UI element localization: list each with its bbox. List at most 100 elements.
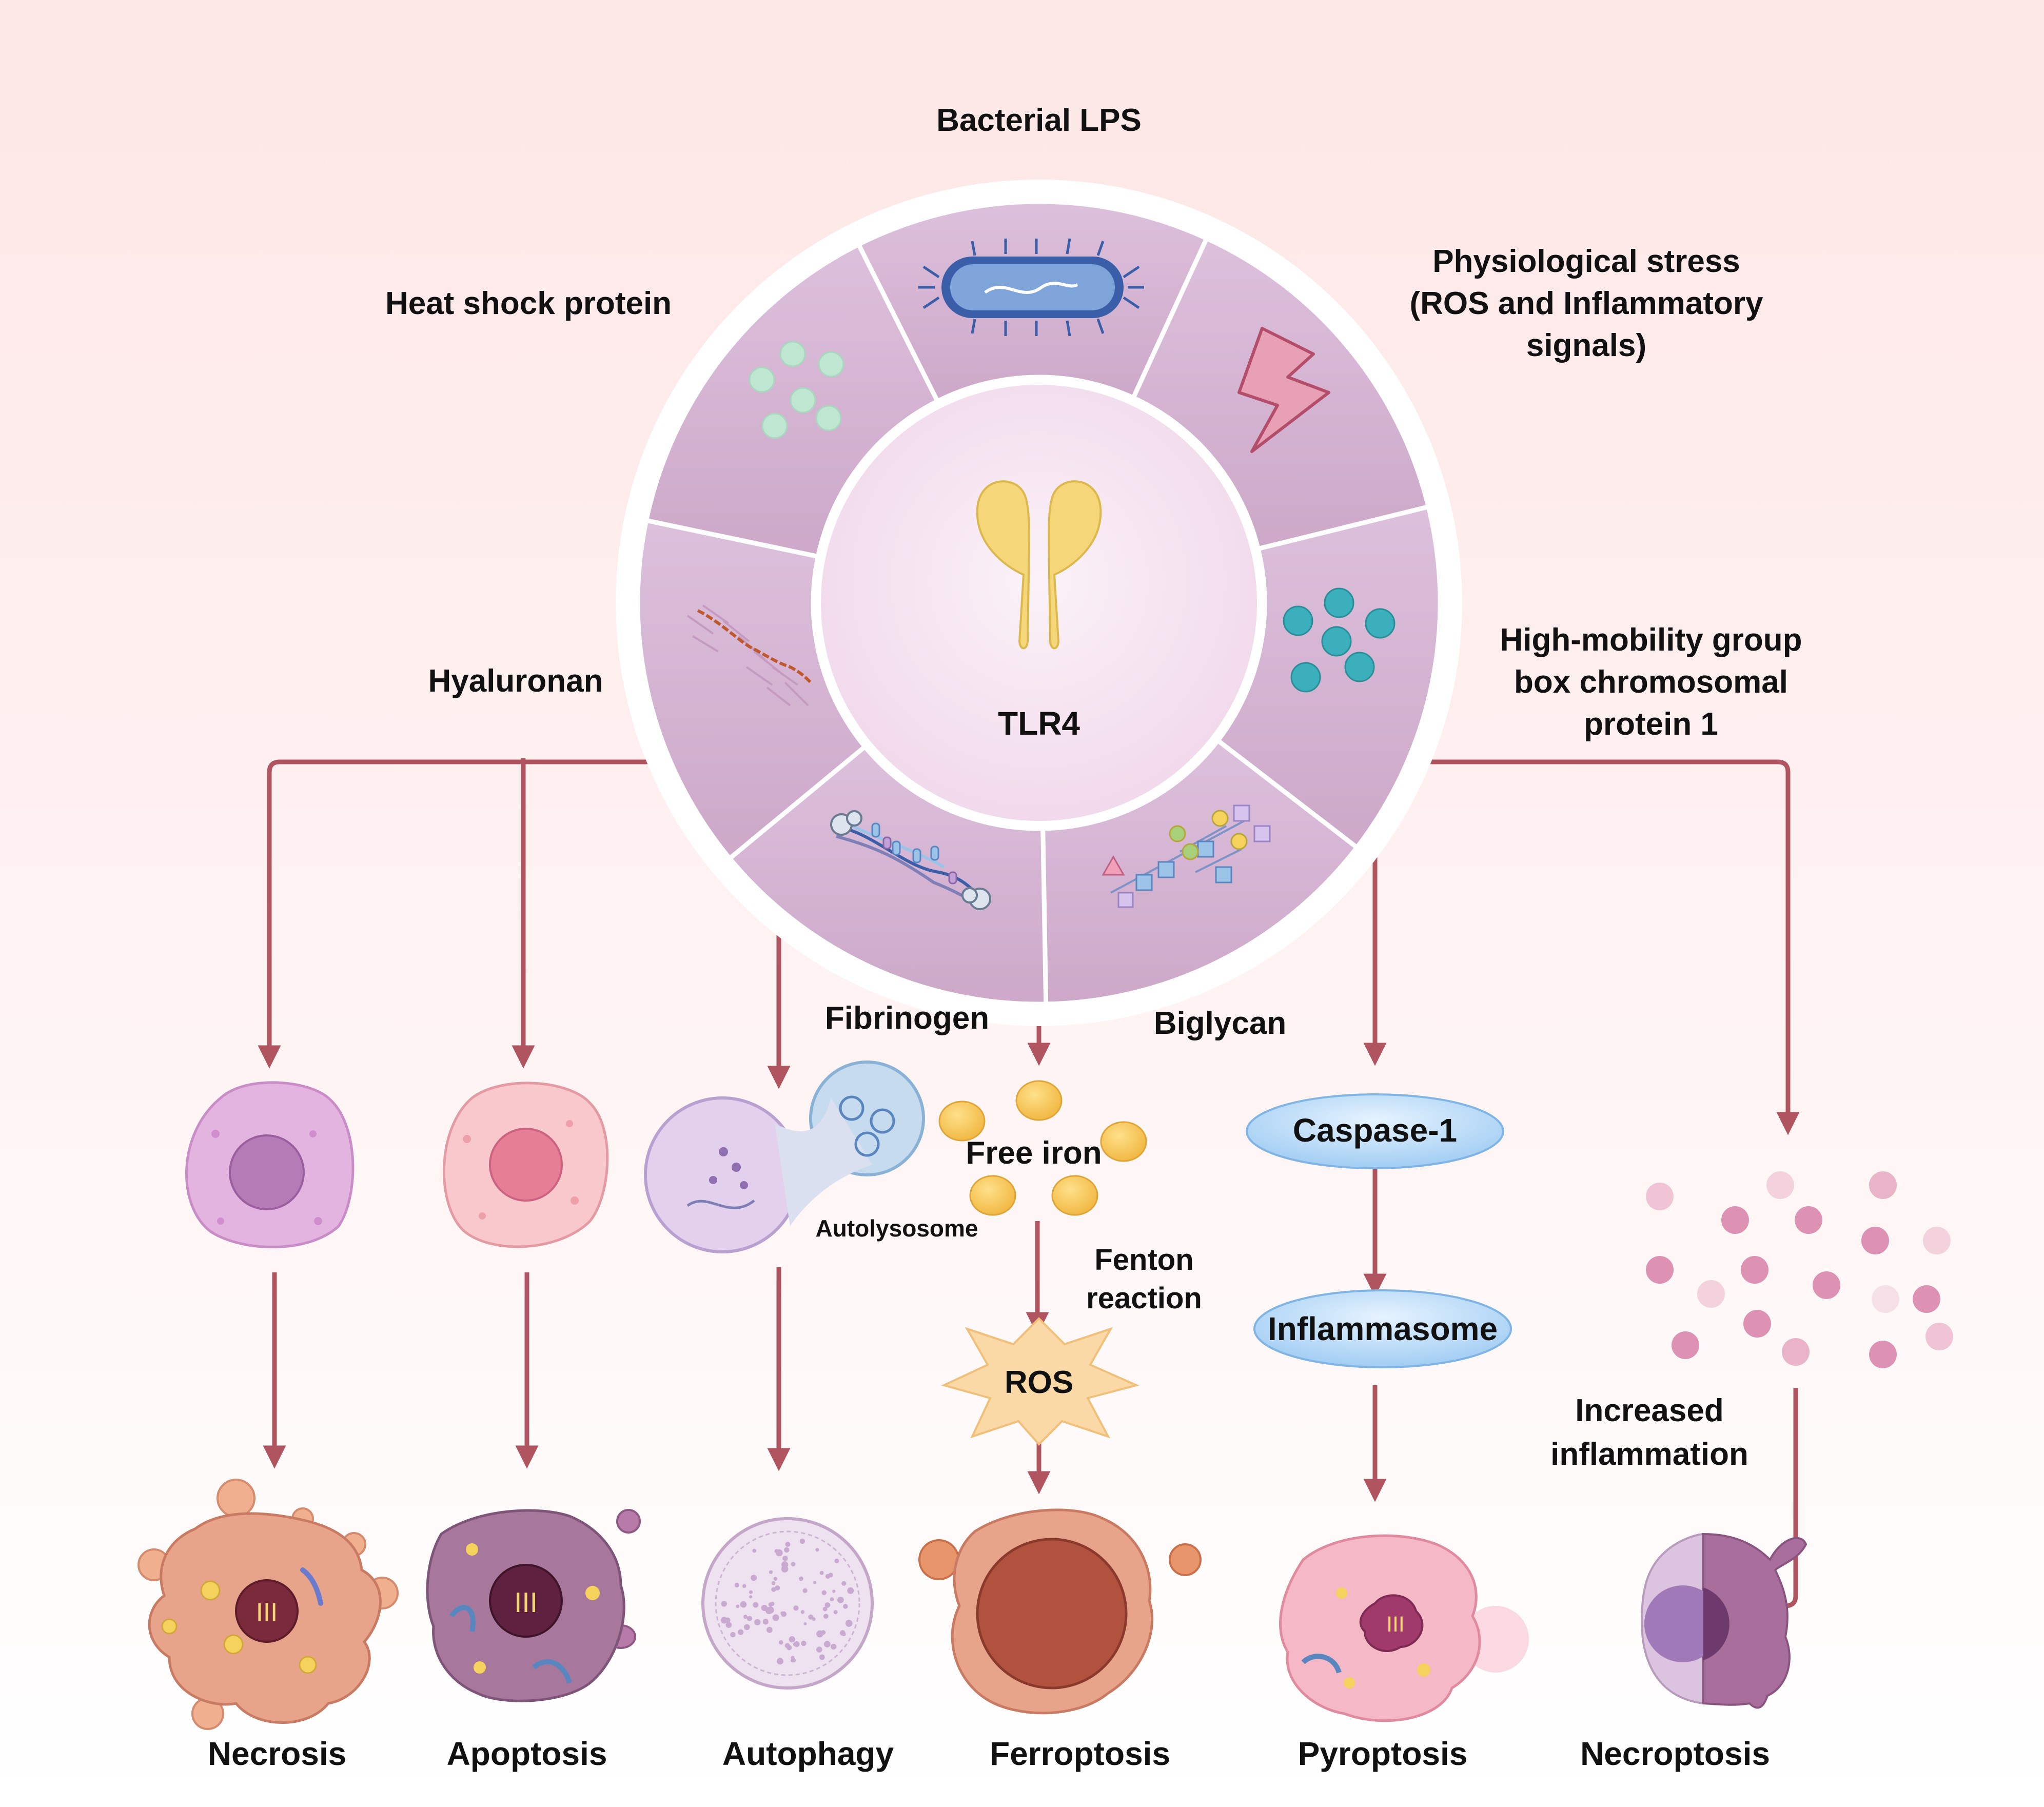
fenton-reaction-label-1: Fenton: [1094, 1243, 1193, 1276]
autophagy-granule: [834, 1558, 839, 1563]
healthy-cell-necrosis: [185, 1081, 355, 1249]
free-iron-label: Free iron: [966, 1135, 1102, 1171]
autophagy-granule: [815, 1548, 819, 1552]
autophagy-granule: [823, 1641, 831, 1647]
autophagy-granule: [802, 1588, 808, 1593]
autophagy-granule: [819, 1570, 824, 1575]
autophagy-granule: [742, 1584, 746, 1588]
label-hyaluronan: Hyaluronan: [428, 663, 603, 699]
autophagy-granule: [753, 1602, 759, 1608]
autophagy-granule: [808, 1614, 814, 1620]
autophagy-granule: [752, 1548, 757, 1553]
svg-text:ⅠⅠⅠ: ⅠⅠⅠ: [514, 1588, 538, 1619]
autophagy-granule: [799, 1576, 803, 1581]
glycan-chain-icon: [1102, 804, 1271, 908]
autophagy-cell-icon: [701, 1517, 874, 1690]
free-iron-icon: [938, 1080, 1147, 1216]
label-hmgb1-3: protein 1: [1584, 706, 1718, 742]
autophagy-granule: [828, 1573, 833, 1578]
lightning-icon: [1237, 327, 1330, 453]
autophagy-granule: [736, 1604, 740, 1608]
necrosis-cell-icon: ⅠⅠⅠ: [137, 1479, 399, 1730]
outcome-necrosis: Necrosis: [208, 1735, 346, 1772]
autophagy-granule: [772, 1614, 779, 1621]
autophagy-granule: [749, 1590, 753, 1594]
autophagy-granule: [813, 1581, 817, 1584]
pyroptosis-cell-icon: ⅠⅠⅠ: [1279, 1534, 1529, 1722]
autophagy-granule: [782, 1556, 788, 1561]
autophagy-granule: [766, 1626, 773, 1633]
autophagy-granule: [816, 1646, 822, 1653]
autophagy-granule: [791, 1562, 796, 1567]
label-physiological-stress-2: (ROS and Inflammatory: [1410, 286, 1764, 321]
outcome-necroptosis: Necroptosis: [1580, 1735, 1770, 1772]
autophagy-granule: [744, 1624, 750, 1631]
hyaluronan-fiber-icon: [686, 604, 812, 706]
autophagy-granule: [773, 1577, 778, 1581]
label-biglycan: Biglycan: [1154, 1006, 1286, 1041]
autophagy-granule: [761, 1604, 768, 1612]
caspase-1-node: Caspase-1: [1246, 1093, 1504, 1169]
label-hmgb1-1: High-mobility group: [1500, 622, 1802, 658]
autolysosome-icon: [644, 1060, 925, 1253]
label-hmgb1-2: box chromosomal: [1514, 664, 1788, 700]
ros-label: ROS: [1005, 1365, 1073, 1400]
autophagy-granule: [803, 1622, 807, 1625]
autophagy-granule: [800, 1610, 805, 1614]
autophagy-granule: [725, 1622, 732, 1628]
pathway-arrows: [258, 758, 1800, 1618]
fenton-reaction-label-2: reaction: [1086, 1282, 1202, 1315]
inflammasome-node: Inflammasome: [1253, 1289, 1512, 1368]
autophagy-granule: [780, 1611, 784, 1615]
autophagy-granule: [801, 1640, 807, 1646]
autophagy-granule: [751, 1575, 757, 1581]
wheel-segment-hyaluronan: [635, 517, 869, 862]
green-particles-icon: [749, 341, 844, 439]
inflammasome-label: Inflammasome: [1268, 1310, 1498, 1347]
autophagy-granule: [781, 1561, 789, 1568]
autophagy-granule: [768, 1602, 773, 1607]
autophagy-granule: [746, 1616, 753, 1621]
autophagy-granule: [754, 1619, 761, 1625]
autophagy-granule: [845, 1620, 853, 1627]
fibrinogen-molecule-icon: [830, 810, 991, 910]
label-bacterial-lps: Bacterial LPS: [936, 103, 1142, 138]
label-fibrinogen: Fibrinogen: [825, 1000, 989, 1036]
autophagy-granule: [789, 1636, 795, 1643]
ferroptosis-cell-icon: [918, 1508, 1202, 1715]
svg-text:ⅠⅠⅠ: ⅠⅠⅠ: [1386, 1613, 1404, 1637]
autophagy-granule: [762, 1619, 769, 1625]
outcome-apoptosis: Apoptosis: [447, 1735, 607, 1772]
label-physiological-stress-1: Physiological stress: [1432, 244, 1740, 279]
autophagy-granule: [793, 1605, 799, 1611]
necroptosis-cell-icon: [1640, 1533, 1807, 1709]
autophagy-granule: [740, 1601, 747, 1608]
ligand-wheel: TLR4: [616, 180, 1462, 1026]
autophagy-granule: [771, 1587, 776, 1592]
apoptosis-cell-icon: ⅠⅠⅠ: [426, 1509, 641, 1702]
autophagy-granule: [822, 1606, 828, 1612]
ligand-labels: Bacterial LPS Physiological stress (ROS …: [385, 103, 1802, 1041]
autophagy-granule: [847, 1587, 854, 1594]
autophagy-granule: [767, 1606, 774, 1614]
autophagy-granule: [734, 1582, 739, 1588]
autophagy-granule: [720, 1617, 728, 1624]
autophagy-granule: [812, 1617, 816, 1621]
autophagy-granule: [843, 1604, 848, 1609]
outcome-pyroptosis: Pyroptosis: [1298, 1735, 1468, 1772]
increased-inflammation-label-2: inflammation: [1550, 1437, 1748, 1472]
autophagy-granule: [743, 1615, 748, 1619]
ros-burst-icon: [941, 1317, 1140, 1446]
autophagy-granule: [775, 1585, 780, 1590]
arrow-to-inflammation: [1426, 759, 1800, 1135]
autophagy-granule: [721, 1601, 727, 1607]
receptor-icon: [976, 480, 1102, 650]
increased-inflammation-label-1: Increased: [1575, 1393, 1724, 1428]
wheel-hub: [821, 385, 1257, 821]
autophagy-granule: [832, 1589, 836, 1593]
outcome-ferroptosis: Ferroptosis: [990, 1735, 1170, 1772]
inflammatory-particles-icon: [1646, 1171, 1953, 1368]
autophagy-granule: [775, 1549, 783, 1557]
